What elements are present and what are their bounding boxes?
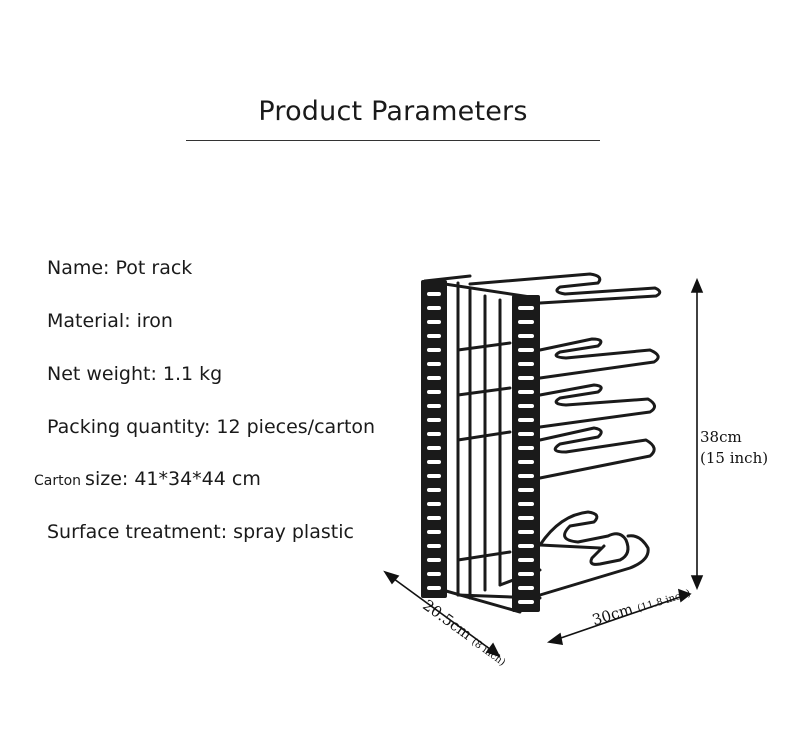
upright-slot bbox=[427, 292, 441, 296]
height-inch-label: (15 inch) bbox=[700, 449, 769, 467]
upright-slot bbox=[518, 306, 534, 310]
upright-slot bbox=[518, 320, 534, 324]
param-material: Material: iron bbox=[47, 310, 173, 332]
upright-slot bbox=[427, 460, 441, 464]
upright-slot bbox=[427, 432, 441, 436]
param-net-weight: Net weight: 1.1 kg bbox=[47, 363, 223, 385]
upright-slot bbox=[427, 320, 441, 324]
height-label: 38cm bbox=[700, 428, 742, 446]
upright-slot bbox=[427, 558, 441, 562]
upright-slot bbox=[427, 362, 441, 366]
upright-slot bbox=[427, 446, 441, 450]
upright-slot bbox=[518, 586, 534, 590]
left-upright bbox=[421, 280, 447, 598]
param-surface-treatment: Surface treatment: spray plastic bbox=[47, 521, 354, 543]
upright-slot bbox=[518, 404, 534, 408]
param-carton-prefix: Carton bbox=[34, 473, 82, 489]
upright-slot bbox=[427, 404, 441, 408]
upright-slot bbox=[518, 600, 534, 604]
upright-slot bbox=[518, 446, 534, 450]
upright-slot bbox=[518, 502, 534, 506]
right-upright bbox=[512, 295, 540, 612]
upright-slot bbox=[427, 348, 441, 352]
upright-slot bbox=[518, 460, 534, 464]
upright-slot bbox=[518, 488, 534, 492]
upright-slot bbox=[427, 544, 441, 548]
upright-slot bbox=[427, 586, 441, 590]
upright-slot bbox=[427, 488, 441, 492]
upright-slot bbox=[427, 418, 441, 422]
param-packing-quantity: Packing quantity: 12 pieces/carton bbox=[47, 416, 376, 438]
upright-slot bbox=[518, 530, 534, 534]
upright-slot bbox=[427, 572, 441, 576]
upright-slot bbox=[518, 544, 534, 548]
upright-slot bbox=[427, 474, 441, 478]
upright-slot bbox=[427, 376, 441, 380]
upright-slot bbox=[518, 334, 534, 338]
upright-slot bbox=[518, 348, 534, 352]
upright-slot bbox=[518, 390, 534, 394]
param-name: Name: Pot rack bbox=[47, 257, 193, 279]
upright-slot bbox=[518, 362, 534, 366]
upright-slot bbox=[518, 432, 534, 436]
title-divider bbox=[186, 140, 600, 141]
upright-slot bbox=[518, 418, 534, 422]
upright-slot bbox=[427, 502, 441, 506]
upright-slot bbox=[518, 572, 534, 576]
page-title: Product Parameters bbox=[258, 96, 528, 127]
upright-slot bbox=[518, 516, 534, 520]
upright-slot bbox=[427, 334, 441, 338]
upright-slot bbox=[518, 376, 534, 380]
param-carton-label: size: 41*34*44 cm bbox=[85, 468, 261, 490]
upright-slot bbox=[518, 558, 534, 562]
upright-slot bbox=[427, 390, 441, 394]
upright-slot bbox=[427, 306, 441, 310]
upright-slot bbox=[427, 530, 441, 534]
upright-slot bbox=[518, 474, 534, 478]
upright-slot bbox=[427, 516, 441, 520]
